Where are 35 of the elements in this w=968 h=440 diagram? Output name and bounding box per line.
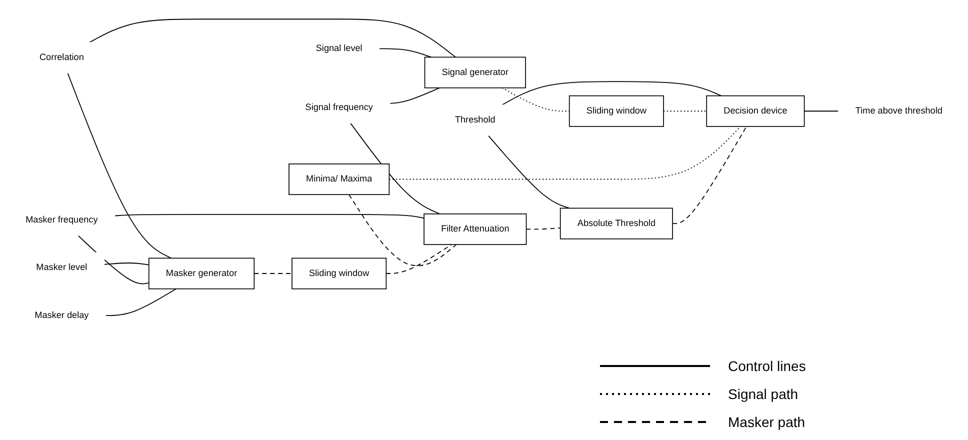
node-box: Minima/ Maxima [288,164,390,196]
connector [390,87,440,104]
node-text: Correlation [39,52,84,62]
legend-text: Masker path [728,414,806,430]
connector [378,48,432,58]
connector [386,244,452,274]
node-box: Signal generator [424,56,526,88]
connector [105,288,177,316]
connector [104,262,150,266]
node-text: Signal frequency [305,102,373,112]
node-text: Masker frequency [26,215,98,225]
connector [804,110,839,112]
connector [672,126,747,224]
node-text: Signal level [316,44,362,54]
node-text: Masker delay [34,310,89,320]
connector [502,81,722,106]
connector [89,18,456,58]
node-box: Decision device [706,95,805,127]
node-box: Sliding window [568,95,664,127]
connector [348,194,457,266]
node-box: Sliding window [292,258,387,290]
connector [67,72,172,259]
node-box: Absolute Threshold [560,208,673,240]
node-text: Time above threshold [855,106,942,116]
legend-text: Signal path [728,386,798,402]
connector [114,214,424,219]
connector [78,235,150,284]
node-box: Masker generator [148,258,255,290]
connector [488,135,570,209]
connector [526,227,561,230]
legend-text: Control lines [728,358,806,374]
node-box: Filter Attenuation [424,213,527,245]
node-text: Threshold [454,115,496,125]
connector [254,273,292,274]
connector [350,122,440,214]
